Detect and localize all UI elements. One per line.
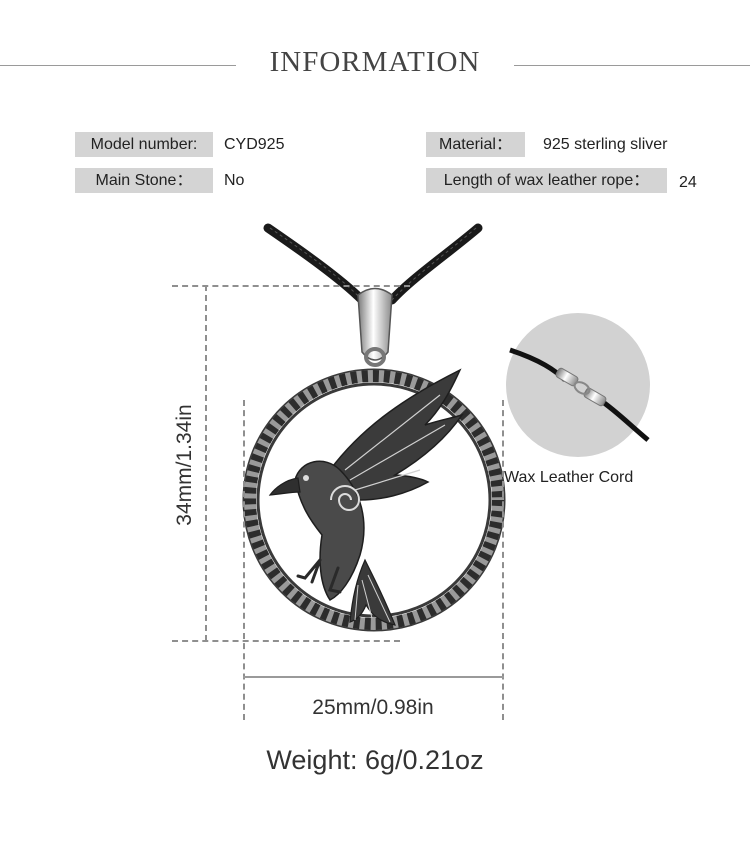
height-guide-bottom	[172, 640, 400, 642]
main-stone-value: No	[224, 172, 245, 189]
header-divider-left	[0, 65, 236, 66]
main-stone-label: Main Stone：	[75, 168, 213, 193]
width-dimension-label: 25mm/0.98in	[312, 696, 434, 719]
rope-length-value: 24	[679, 174, 697, 191]
width-guide-horizontal	[243, 676, 504, 678]
height-dimension-label: 34mm/1.34in	[173, 404, 196, 526]
header-divider-right	[514, 65, 750, 66]
pendant-bail	[357, 287, 393, 367]
weight-label: Weight: 6g/0.21oz	[266, 745, 484, 775]
material-label: Material：	[426, 132, 525, 157]
cord-closeup	[506, 313, 650, 457]
raven-figure	[268, 368, 464, 626]
width-guide-right	[502, 400, 504, 720]
section-title: INFORMATION	[269, 46, 481, 78]
height-guide-top	[172, 285, 410, 287]
cord-caption: Wax Leather Cord	[504, 469, 634, 486]
model-number-value: CYD925	[224, 136, 285, 153]
wax-cord	[263, 223, 483, 305]
height-guide-vertical	[205, 285, 207, 641]
material-value: 925 sterling sliver	[543, 136, 668, 153]
rope-length-label: Length of wax leather rope：	[426, 168, 667, 193]
model-number-label: Model number:	[75, 132, 213, 157]
width-guide-left	[243, 400, 245, 720]
